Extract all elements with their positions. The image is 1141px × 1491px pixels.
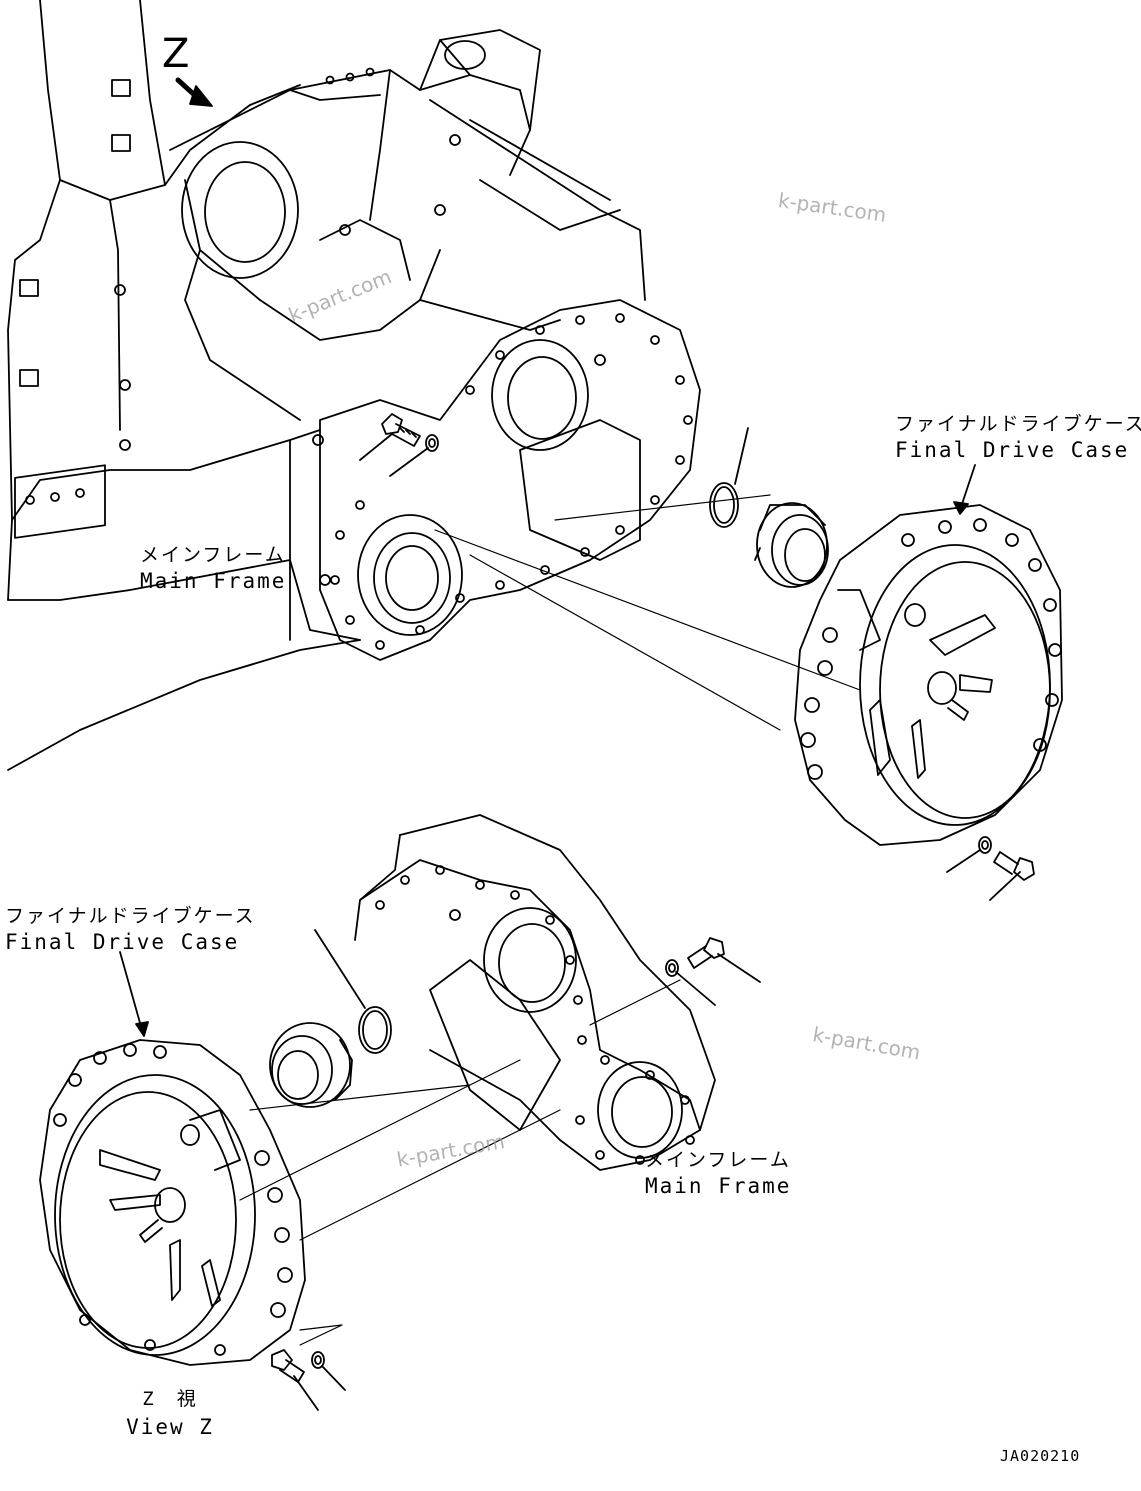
label-final-drive-case-bottom-en: Final Drive Case bbox=[5, 930, 240, 954]
label-main-frame-bottom-en: Main Frame bbox=[645, 1174, 792, 1198]
guide-lines-bolt-bottom bbox=[299, 1324, 343, 1346]
view-z-marker: Z bbox=[162, 31, 190, 77]
label-final-drive-case-bottom-jp: ファイナルドライブケース bbox=[5, 905, 256, 927]
bolt-top-right bbox=[989, 851, 1035, 901]
o-ring-bottom bbox=[314, 929, 392, 1054]
o-ring-top bbox=[709, 427, 749, 528]
label-main-frame-top-en: Main Frame bbox=[140, 569, 287, 593]
bolt-bottom-right bbox=[687, 937, 761, 983]
bolt-top-left bbox=[359, 413, 421, 461]
label-final-drive-case-top-en: Final Drive Case bbox=[895, 438, 1130, 462]
leader-arrowhead-bottom bbox=[135, 1021, 149, 1037]
leader-arrowhead-top bbox=[953, 501, 969, 515]
flange-bolt-holes-top bbox=[330, 313, 693, 650]
bolt-bottom-left bbox=[271, 1349, 319, 1411]
rim-bolt-holes-bottom bbox=[53, 1043, 293, 1356]
seal-top bbox=[754, 502, 829, 588]
final-drive-case-bottom bbox=[39, 1039, 306, 1366]
washer-bottom-right bbox=[665, 959, 716, 1006]
washer-bottom-left bbox=[311, 1351, 346, 1391]
leader-final-drive-case-bottom bbox=[119, 951, 143, 1031]
drawing-code: JA020210 bbox=[1000, 1447, 1081, 1465]
label-view-z-jp: Z 視 bbox=[142, 1388, 198, 1410]
main-frame-top bbox=[7, 0, 701, 771]
washer-top-right bbox=[946, 836, 992, 873]
main-frame-bottom bbox=[354, 814, 716, 1171]
seal-bottom bbox=[269, 1022, 353, 1108]
guide-lines-bottom bbox=[239, 979, 681, 1241]
washer-top-left bbox=[389, 434, 439, 477]
rim-bolt-holes-top bbox=[800, 518, 1062, 780]
view-z-arrow bbox=[175, 77, 213, 107]
label-main-frame-bottom-jp: メインフレーム bbox=[645, 1149, 791, 1171]
label-main-frame-top-jp: メインフレーム bbox=[140, 544, 286, 566]
final-drive-case-top bbox=[794, 504, 1063, 846]
label-final-drive-case-top-jp: ファイナルドライブケース bbox=[895, 413, 1141, 435]
label-view-z-en: View Z bbox=[126, 1415, 214, 1439]
guide-lines-top bbox=[434, 494, 861, 731]
flange-bolt-holes-bottom bbox=[375, 865, 695, 1165]
